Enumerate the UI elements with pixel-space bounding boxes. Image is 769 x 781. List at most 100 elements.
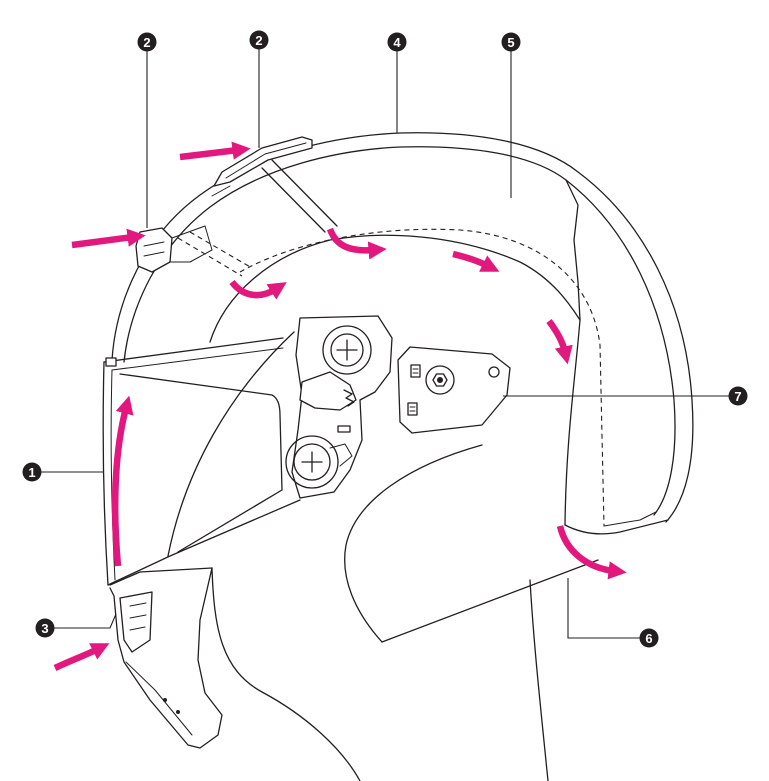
top-vent-slider <box>213 136 313 187</box>
callout-number: 2 <box>255 33 262 48</box>
pivot-latch <box>337 425 351 433</box>
callout-5: 5 <box>501 32 521 52</box>
eyeport-edge <box>119 373 283 553</box>
airflow-arrow-brow-channel <box>229 279 287 300</box>
airflow-arrow-brow-intake <box>71 228 146 249</box>
side-plate-pin <box>488 366 500 378</box>
callout-badge <box>639 628 659 648</box>
rear-pad-detail <box>603 511 657 527</box>
airflow-arrow-chin-intake <box>53 643 110 671</box>
airflow-arrow-visor-demist <box>111 395 134 567</box>
airflow-arrow-top-intake <box>179 141 251 161</box>
chin-detail-dot <box>176 710 180 714</box>
leader-6 <box>567 578 640 639</box>
pivot-upper-cross <box>336 339 358 361</box>
top-channel-line-b <box>271 159 338 227</box>
callout-2-top: 2 <box>249 30 269 50</box>
face-front-line <box>211 567 361 781</box>
callout-2-front: 2 <box>137 32 157 52</box>
brow-vent-slot <box>143 241 165 257</box>
airflow-arrows <box>53 141 627 671</box>
visor-tab <box>105 357 117 367</box>
callout-leaders <box>41 49 729 639</box>
callout-number: 6 <box>645 631 652 646</box>
chin-bar-inner-line <box>125 661 193 736</box>
pivot-detail <box>329 443 353 467</box>
top-vent-ridge <box>225 142 307 179</box>
airflow-arrow-top-channel <box>326 227 387 260</box>
shell-outer-line <box>111 132 694 523</box>
leader-3 <box>54 613 117 629</box>
callout-1: 1 <box>22 462 42 482</box>
visor-release-lever <box>299 371 357 411</box>
callout-badge <box>137 32 157 52</box>
vent-channels <box>177 159 338 277</box>
slot-upper-lines <box>412 368 419 374</box>
neck-back-line <box>529 579 549 781</box>
chin-bar <box>109 567 223 749</box>
callout-badges: 2 2 4 5 7 1 3 6 <box>22 30 748 648</box>
callout-4: 4 <box>387 32 407 52</box>
visor-top-edge <box>103 337 284 363</box>
airflow-arrow-rear-exhaust <box>556 525 627 580</box>
helmet-shell <box>111 132 694 535</box>
brow-vent <box>135 225 213 273</box>
pivot-upper-ring <box>322 325 372 375</box>
eps-back-edge <box>565 179 581 321</box>
comfort-liner-dashed <box>239 228 605 527</box>
brow-vent-body <box>135 227 173 273</box>
callout-badge <box>35 618 55 638</box>
chin-vent <box>119 591 153 653</box>
side-plate-body <box>397 346 511 434</box>
side-plate-slot-lower <box>407 402 418 416</box>
callout-number: 2 <box>143 35 150 50</box>
callout-badge <box>501 32 521 52</box>
visor-front-edge <box>102 361 109 586</box>
eps-inner-surface <box>209 234 581 343</box>
visor-bottom-edge <box>107 499 301 586</box>
callout-number: 4 <box>393 35 401 50</box>
callout-number: 5 <box>507 35 514 50</box>
helmet-lower-rim <box>381 559 599 643</box>
side-plate-boss <box>425 365 455 395</box>
callout-number: 7 <box>734 389 741 404</box>
neck-pad-line <box>564 319 581 526</box>
callout-number: 3 <box>41 621 48 636</box>
chin-vent-slats <box>129 602 147 631</box>
callout-badge <box>22 462 42 482</box>
pivot-lower-cross <box>301 451 323 473</box>
callout-7: 7 <box>728 386 748 406</box>
brow-channel-dashed-b <box>189 231 253 269</box>
chin-bar-outline <box>109 567 223 749</box>
visor-front-edge-inner <box>110 369 116 581</box>
visor-top-edge-inner <box>111 347 284 371</box>
rear-bottom-edge <box>564 519 669 535</box>
callout-badge <box>249 30 269 50</box>
callout-3: 3 <box>35 618 55 638</box>
brow-channel-dashed-a <box>177 237 243 277</box>
visor-pivot-mechanism <box>285 315 393 499</box>
top-vent <box>211 136 313 197</box>
head-silhouette <box>167 331 599 781</box>
lever-spring <box>343 389 355 407</box>
jaw-line <box>344 444 483 643</box>
visor <box>102 337 301 586</box>
pivot-lower-ring <box>285 435 339 489</box>
side-plate-nut <box>432 373 448 387</box>
head-front-line <box>167 331 295 557</box>
airflow-arrow-rear-down <box>546 319 573 365</box>
side-plate-bolt <box>437 377 443 383</box>
top-vent-base <box>211 185 231 197</box>
brow-vent-housing <box>169 225 213 263</box>
callout-number: 1 <box>28 465 35 480</box>
chin-detail-dot <box>163 698 167 702</box>
callout-badge <box>728 386 748 406</box>
callout-6: 6 <box>639 628 659 648</box>
chin-bar-top <box>109 567 213 586</box>
slot-lower-lines <box>409 406 416 412</box>
shell-inner-line <box>123 146 676 516</box>
callout-badge <box>387 32 407 52</box>
side-plate-slot-upper <box>410 364 421 378</box>
airflow-arrow-crown <box>452 250 500 272</box>
